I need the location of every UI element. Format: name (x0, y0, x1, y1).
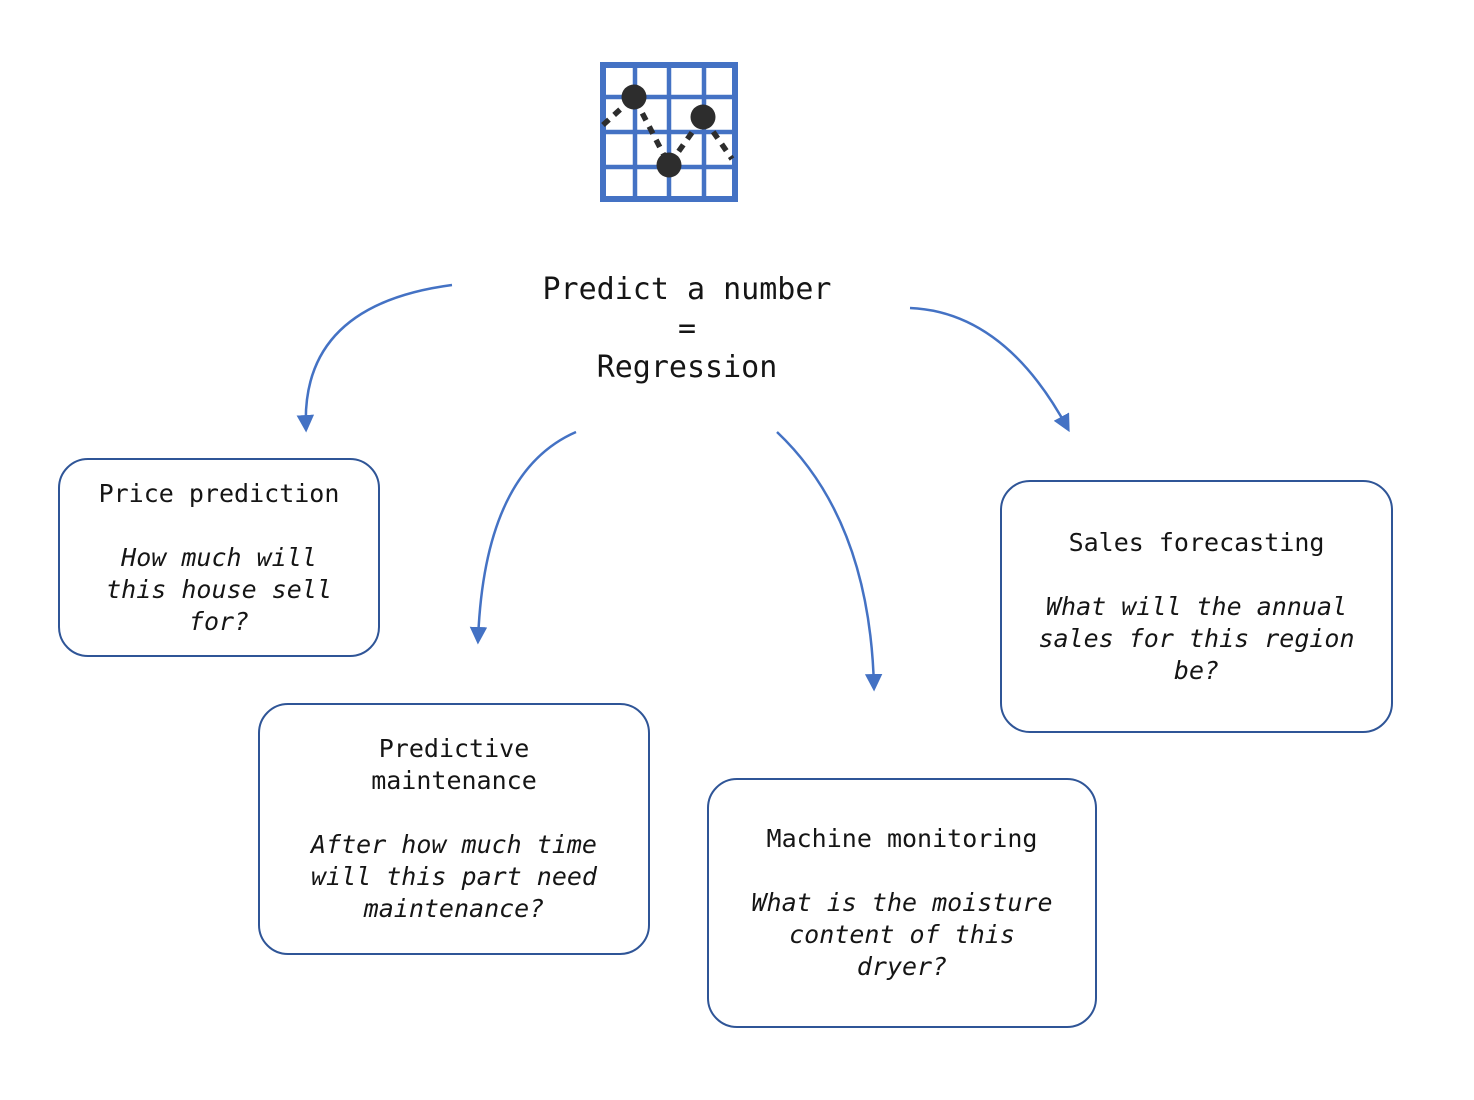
node-title: Predictive maintenance (371, 734, 537, 795)
node-title: Price prediction (98, 478, 340, 508)
node-question: What will the annual sales for this regi… (1038, 591, 1355, 685)
node-title: Machine monitoring (766, 824, 1038, 853)
node-predictive-maintenance: Predictive maintenance After how much ti… (258, 703, 650, 955)
node-title: Sales forecasting (1068, 527, 1325, 557)
node-question: How much will this house sell for? (106, 542, 332, 636)
node-question: After how much time will this part need … (311, 830, 597, 923)
arrow-to-predictive-maintenance (469, 430, 577, 645)
node-price-prediction: Price prediction How much will this hous… (58, 458, 380, 657)
node-machine-monitoring: Machine monitoring What is the moisture … (707, 778, 1097, 1028)
node-sales-forecasting: Sales forecasting What will the annual s… (1000, 480, 1393, 733)
arrow-to-machine-monitoring (776, 431, 883, 692)
node-question: What is the moisture content of this dry… (751, 888, 1053, 981)
line-chart-icon (600, 62, 738, 202)
diagram-title: Predict a number = Regression (542, 272, 832, 385)
chart-data-points (621, 84, 716, 178)
arrow-to-price-prediction (296, 283, 453, 433)
